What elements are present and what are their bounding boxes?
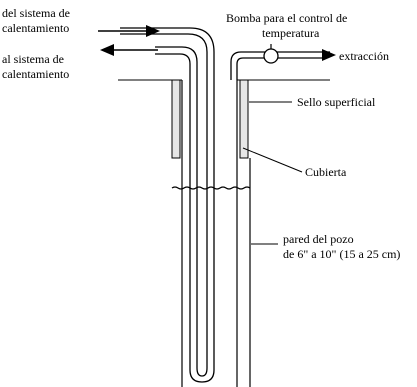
pump-valve-icon <box>263 48 279 64</box>
casing-label: Cubierta <box>305 165 347 179</box>
well-wall-label-line1: pared del pozo <box>283 232 354 246</box>
heating-pipe-outer <box>120 27 215 383</box>
arrow-from-heating-head <box>146 25 160 37</box>
extraction-label: extracción <box>339 49 389 63</box>
surface-seal-left <box>171 79 181 159</box>
extraction-pipe-inner <box>236 57 322 80</box>
heating-pipe-inner <box>120 33 208 377</box>
extraction-arrow-head <box>322 49 336 61</box>
pump-label-line1: Bomba para el control de <box>226 11 347 25</box>
to-heating-label-line1: al sistema de <box>2 52 64 66</box>
surface-seal-right <box>239 79 249 159</box>
surface-seal-label: Sello superficial <box>297 95 376 109</box>
from-heating-label-line2: calentamiento <box>2 21 69 35</box>
from-heating-label-line1: del sistema de <box>2 6 70 20</box>
well-wall-label-line2: de 6" a 10" (15 a 25 cm) <box>283 247 400 261</box>
casing-leader-line <box>242 147 303 173</box>
water-level <box>171 186 251 190</box>
arrow-to-heating-head <box>100 44 114 56</box>
extraction-pipe-outer <box>230 51 330 80</box>
pump-label-line2: temperatura <box>262 26 320 40</box>
to-heating-label-line2: calentamiento <box>2 67 69 81</box>
